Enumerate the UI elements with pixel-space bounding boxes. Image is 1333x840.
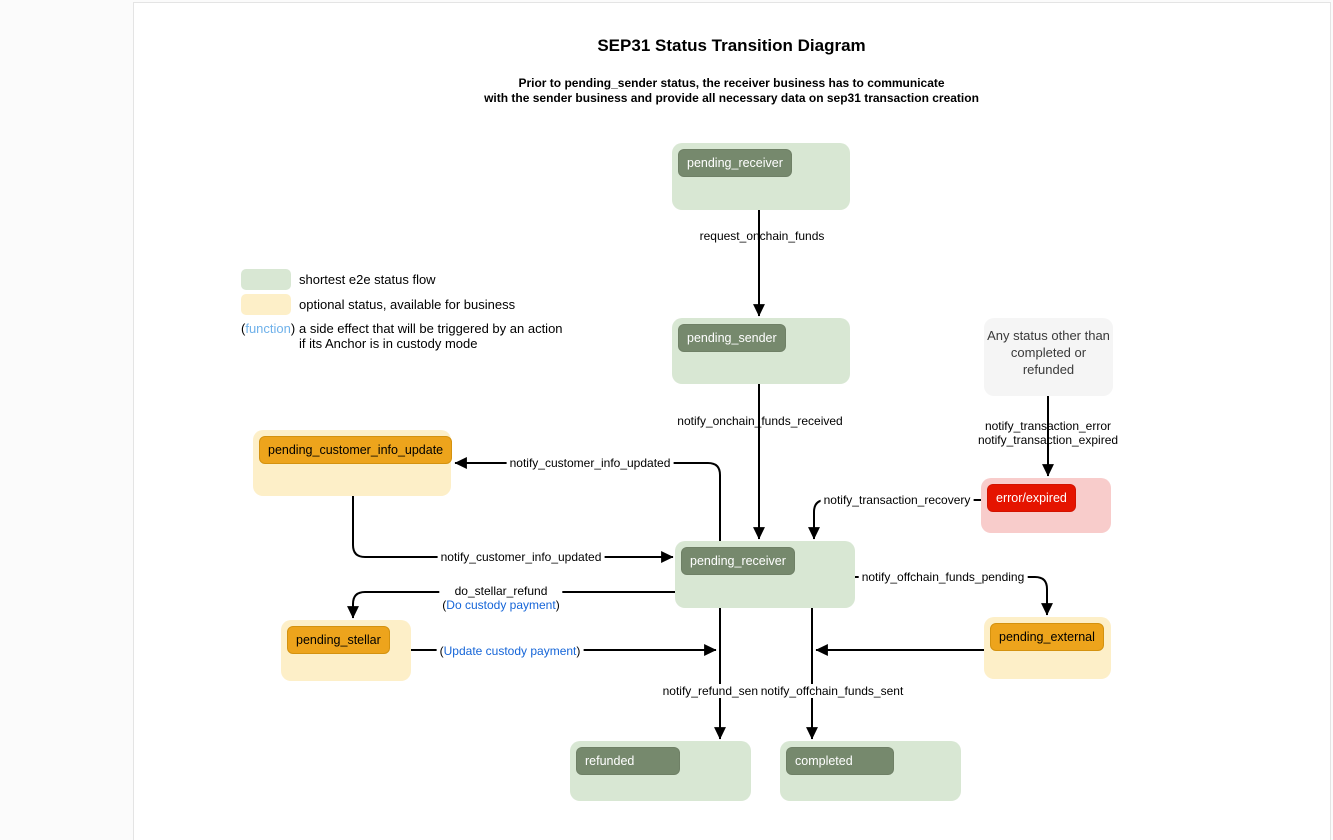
paren-close: ) [290,321,296,336]
node-pending-receiver-top: pending_receiver [672,143,850,210]
node-any-status: Any status other than completed or refun… [984,318,1113,396]
legend-function-token: (function) [241,321,295,336]
do-custody-payment-text: Do custody payment [446,598,556,612]
edge-to-pending-customer-info-update [454,457,721,541]
node-completed-label: completed [786,747,894,775]
legend-swatch-green [241,269,291,290]
edge-label-notify-transaction-recovery: notify_transaction_recovery [820,493,974,507]
node-pending-customer-info-update: pending_customer_info_update [253,430,453,496]
node-error-expired: error/expired [981,478,1111,533]
node-pending-receiver-top-label: pending_receiver [678,149,792,177]
edge-label-do-stellar-refund-main: do_stellar_refund [454,584,548,598]
subtitle-line-2: with the sender business and provide all… [484,91,979,105]
page-title: SEP31 Status Transition Diagram [597,36,866,55]
node-pending-receiver-mid-label: pending_receiver [681,547,795,575]
edge-label-do-stellar-refund: do_stellar_refund (Do custody payment) [439,584,563,612]
subtitle-line-1: Prior to pending_sender status, the rece… [518,76,945,90]
legend-function-word: function [245,321,291,336]
legend-function-description: a side effect that will be triggered by … [299,321,563,351]
edge-label-update-custody-payment: (Update custody payment) [436,644,584,658]
node-refunded-label: refunded [576,747,680,775]
edge-notify-offchain-funds-pending [855,576,1053,616]
edge-label-do-custody-payment: (Do custody payment) [442,598,559,612]
legend-row-shortest-flow: shortest e2e status flow [241,269,563,290]
legend: shortest e2e status flow optional status… [241,269,563,351]
node-error-expired-label: error/expired [987,484,1076,512]
edge-label-request-onchain-funds: request_onchain_funds [699,229,825,243]
node-any-status-line2: completed or refunded [1010,345,1087,377]
node-pending-receiver-mid: pending_receiver [675,541,855,608]
node-pending-stellar: pending_stellar [281,620,411,681]
legend-function-desc-line2: if its Anchor is in custody mode [299,336,478,351]
page-subtitle: Prior to pending_sender status, the rece… [133,76,1330,106]
paren-open: ( [442,598,447,612]
edge-label-notify-offchain-funds-pending: notify_offchain_funds_pending [858,570,1028,584]
edge-label-notify-refund-sent: notify_refund_sent [659,684,765,698]
edge-label-error-line1: notify_transaction_error [984,419,1112,433]
node-pending-sender: pending_sender [672,318,850,384]
edge-from-pending-customer-info-update [352,496,674,563]
legend-label-shortest-flow: shortest e2e status flow [299,272,436,287]
legend-function-desc-line1: a side effect that will be triggered by … [299,321,563,336]
paren-open: ( [241,321,246,336]
legend-swatch-yellow [241,294,291,315]
edge-do-stellar-refund [347,591,675,619]
legend-label-optional-status: optional status, available for business [299,297,516,312]
node-pending-sender-label: pending_sender [678,324,786,352]
legend-row-optional-status: optional status, available for business [241,294,563,315]
node-any-status-line1: Any status other than [987,328,1110,343]
node-pending-customer-info-update-label: pending_customer_info_update [259,436,453,464]
edge-label-notify-customer-info-updated-in: notify_customer_info_updated [437,550,605,564]
edge-label-notify-transaction-error-expired: notify_transaction_error notify_transact… [975,419,1121,447]
edge-label-notify-offchain-funds-sent: notify_offchain_funds_sent [757,684,907,698]
paren-close: ) [555,598,560,612]
node-refunded: refunded [570,741,751,801]
update-custody-payment-text: Update custody payment [443,644,577,658]
page-panel [133,2,1331,840]
legend-row-function: (function) a side effect that will be tr… [241,321,563,351]
node-pending-external-label: pending_external [990,623,1104,651]
node-pending-stellar-label: pending_stellar [287,626,390,654]
edge-label-error-line2: notify_transaction_expired [977,433,1119,447]
paren-close: ) [576,644,581,658]
edge-label-notify-customer-info-updated-out: notify_customer_info_updated [506,456,674,470]
node-pending-external: pending_external [984,617,1111,679]
edge-label-notify-onchain-funds-received: notify_onchain_funds_received [677,414,843,428]
paren-open: ( [439,644,444,658]
node-completed: completed [780,741,961,801]
